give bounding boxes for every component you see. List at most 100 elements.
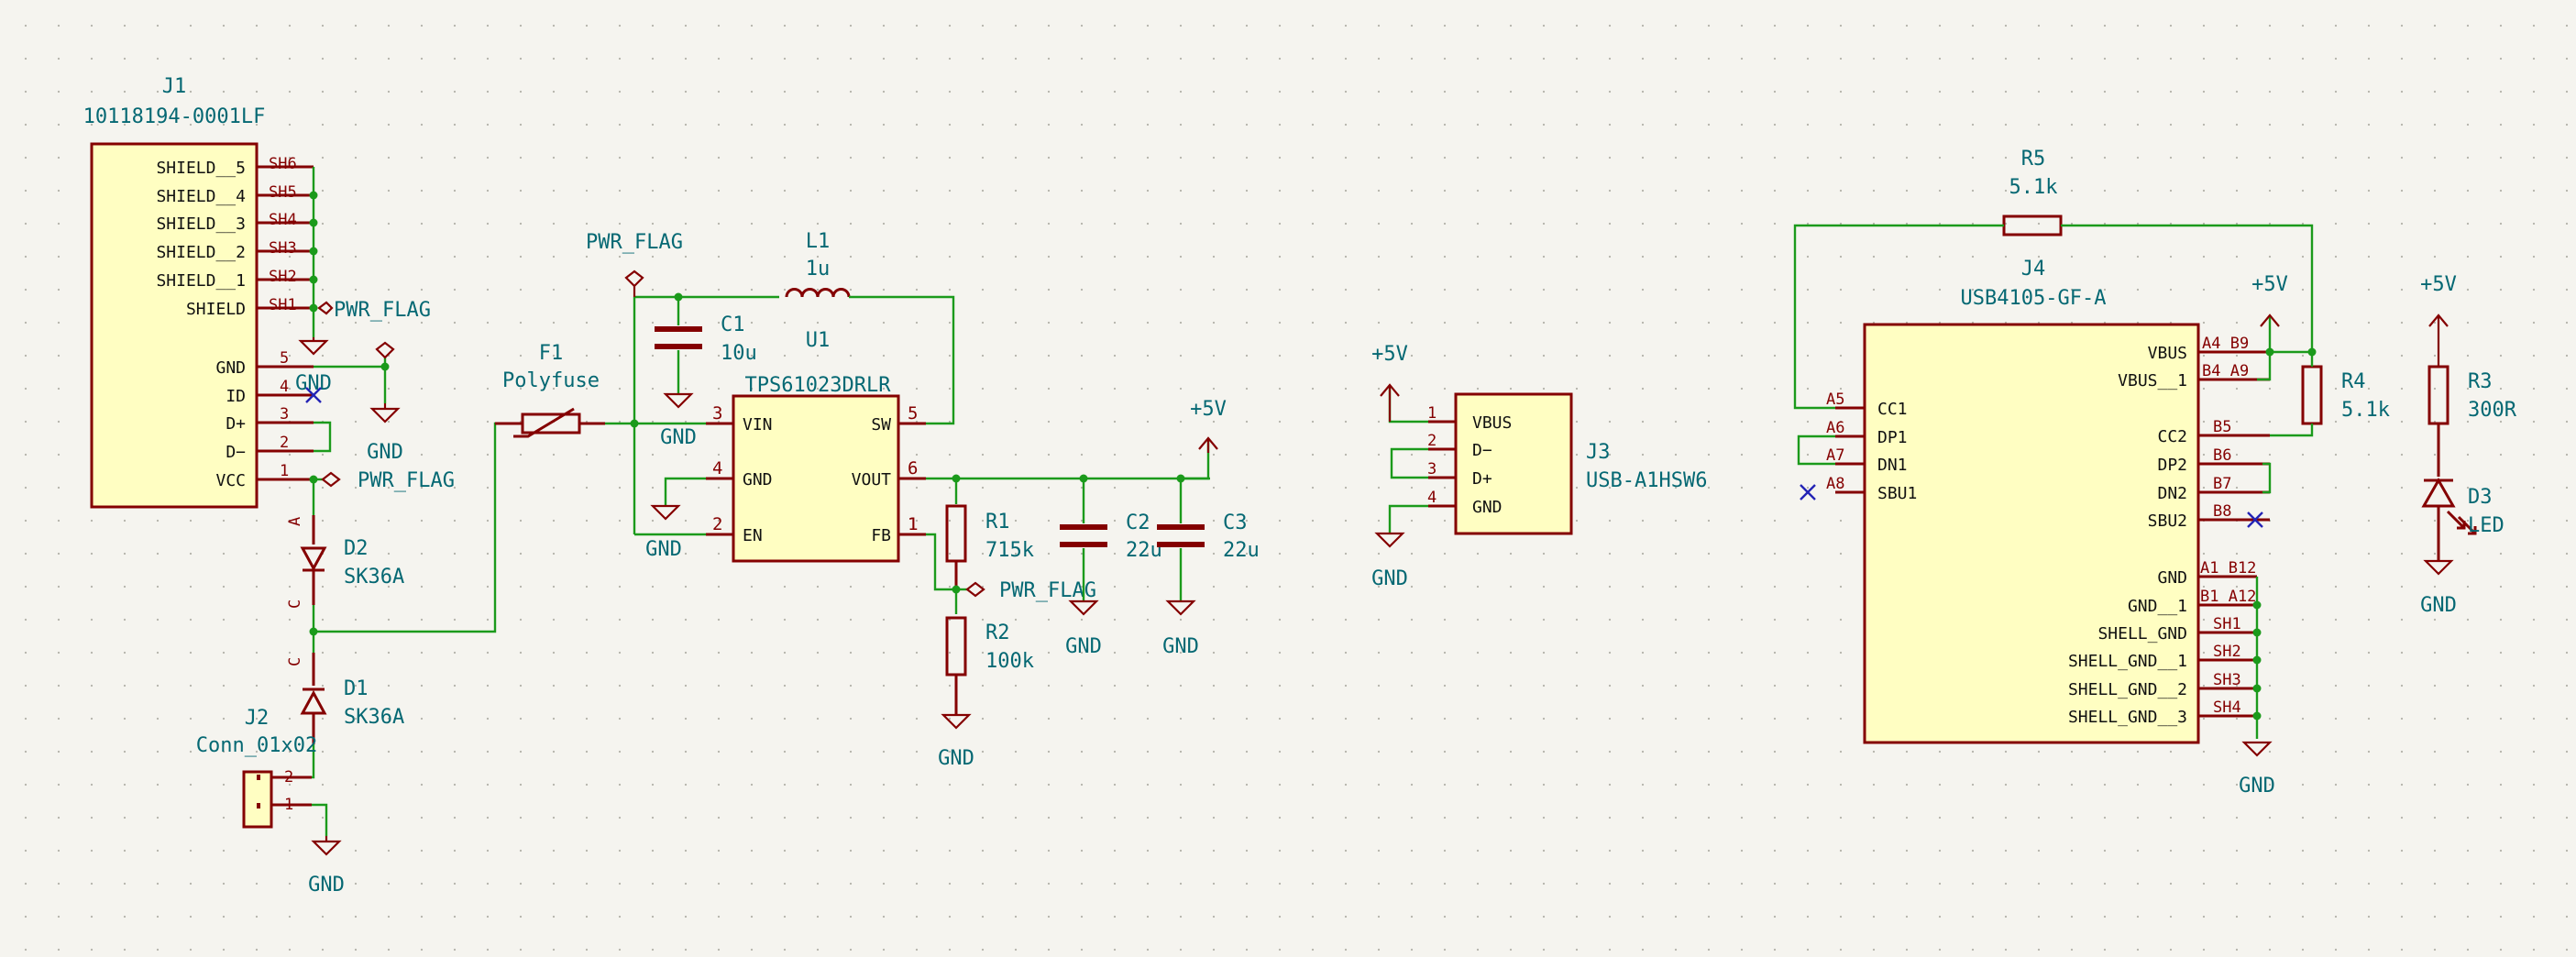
j1-pin-name: SHIELD__5	[156, 159, 246, 178]
j4-pin-number: B8	[2213, 502, 2231, 521]
j1-pin-number: SH1	[269, 296, 297, 314]
u1-pin-name: VIN	[743, 415, 773, 434]
j1-pin-number: 2	[280, 434, 289, 452]
c2-value: 22u	[1126, 539, 1162, 562]
j1-body	[90, 142, 259, 509]
led-d3[interactable]: GND D3 LED	[2420, 477, 2504, 617]
d1-cathode-letter: C	[286, 657, 304, 666]
j3-pin-name: D+	[1472, 469, 1492, 489]
resistor-r5[interactable]: R5 5.1k	[1793, 148, 2314, 410]
j1-pin-name: VCC	[215, 471, 246, 490]
resistor-r3[interactable]: R3 300R	[2427, 365, 2517, 477]
j4-pin-name: CC2	[2157, 427, 2187, 446]
r1-ref: R1	[985, 511, 1010, 534]
connector-j4[interactable]: J4 USB4105-GF-A CC1 DP1 DN1 SBU1 A5 A6 A…	[1797, 258, 2317, 798]
j4-pin-name: GND__1	[2128, 597, 2187, 616]
c2-ref: C2	[1126, 512, 1150, 534]
gnd-label: GND	[938, 747, 974, 770]
r4-ref: R4	[2341, 370, 2366, 393]
gnd-label: GND	[367, 441, 403, 464]
j4-pin-number: SH3	[2213, 671, 2241, 689]
j3-pin-number: 2	[1427, 432, 1437, 450]
j1-pin-name: SHIELD__1	[156, 271, 246, 291]
u1-pin-number: 4	[712, 458, 722, 478]
j1-value: 10118194-0001LF	[83, 105, 266, 128]
j4-pin-number: B6	[2213, 446, 2231, 465]
j4-pin-name: VBUS__1	[2118, 371, 2187, 390]
gnd-label: GND	[295, 372, 332, 395]
j3-pin-name: D−	[1472, 441, 1492, 460]
connector-j3[interactable]: VBUS D− D+ GND 1 2 3 4 J3 USB-A1HSW6 +5V…	[1371, 343, 1707, 590]
u1-pin-name: GND	[743, 470, 773, 490]
j3-pin-name: VBUS	[1472, 413, 1512, 433]
led-indicator: +5V	[2420, 273, 2457, 367]
j1-pin-number: 1	[280, 462, 289, 480]
ic-u1[interactable]: U1 TPS61023DRLR VIN GND EN SW VOUT FB 3 …	[645, 329, 926, 563]
j1-pin-name: D−	[226, 443, 246, 462]
connector-j2[interactable]: J2 Conn_01x02 2 1 GND	[196, 707, 345, 896]
j1-pin-name: SHIELD__3	[156, 214, 246, 234]
capacitor-c2[interactable]: GND C2 22u	[1060, 478, 1162, 658]
diode-d2[interactable]: A C D2 SK36A	[286, 479, 404, 609]
j4-pin-number: A4_B9	[2202, 335, 2249, 353]
u1-pin-number: 3	[712, 403, 722, 424]
gnd-label: GND	[1065, 635, 1102, 658]
j1-ref: J1	[162, 75, 187, 98]
gnd-label: GND	[308, 874, 345, 896]
r1-pin-number: 1	[908, 514, 918, 534]
j4-pin-name: SHELL_GND__3	[2068, 708, 2187, 727]
gnd-label: GND	[2420, 594, 2457, 617]
j1-gnd-net: GND PWR_FLAG	[305, 341, 455, 492]
u1-pin-name: EN	[743, 526, 763, 545]
j4-pin-number: SH1	[2213, 615, 2241, 633]
resistor-r2[interactable]: GND R2 100k	[938, 616, 1034, 770]
diode-d1[interactable]: C D1 SK36A	[286, 653, 404, 779]
c3-ref: C3	[1223, 512, 1248, 534]
j2-pin-number: 2	[284, 768, 293, 786]
gnd-label: GND	[1371, 567, 1408, 590]
connector-j1[interactable]: J1 10118194-0001LF SHIELD__5 SHIELD__4 S…	[83, 75, 314, 509]
j4-ref: J4	[2021, 258, 2046, 280]
gnd-label: GND	[1162, 635, 1199, 658]
pwr-flag-label: PWR_FLAG	[586, 231, 683, 254]
j1-pin-number: 3	[280, 405, 289, 424]
r5-ref: R5	[2021, 148, 2046, 170]
j4-pin-number: A8	[1826, 475, 1844, 493]
d3-value: LED	[2468, 514, 2504, 537]
vcc-or-net	[309, 422, 523, 653]
j4-pin-name: SHELL_GND__2	[2068, 680, 2187, 699]
j1-shield-net: GND PWR_FLAG	[295, 167, 431, 395]
fuse-f1[interactable]: F1 Polyfuse	[495, 342, 733, 438]
resistor-r1[interactable]: R1 715k	[945, 478, 1034, 587]
j4-pin-number: A7	[1826, 446, 1844, 465]
d1-ref: D1	[344, 677, 369, 700]
j4-pin-name: SBU1	[1877, 484, 1917, 503]
u1-pin-name: VOUT	[852, 470, 892, 490]
j1-pin-name: SHIELD__2	[156, 243, 246, 262]
capacitor-c1[interactable]: GND C1 10u	[655, 297, 757, 449]
inductor-l1[interactable]: L1 1u	[785, 230, 955, 425]
j4-pin-number: A1_B12	[2200, 559, 2256, 578]
j2-pin-number: 1	[284, 796, 293, 814]
j4-pin-number: B5	[2213, 418, 2231, 436]
u1-pin-name: SW	[871, 415, 891, 434]
c1-ref: C1	[721, 314, 745, 336]
j4-pin-number: B1_A12	[2200, 588, 2256, 606]
plus5v-label: +5V	[1371, 343, 1408, 366]
j4-pin-name: SHELL_GND	[2097, 624, 2187, 644]
resistor-r4[interactable]: R4 5.1k	[2270, 352, 2390, 437]
j2-value: Conn_01x02	[196, 734, 317, 757]
d2-ref: D2	[344, 537, 369, 560]
r3-ref: R3	[2468, 370, 2493, 393]
j4-pin-name: VBUS	[2148, 344, 2187, 363]
u1-pin-number: 2	[712, 514, 722, 534]
j1-pin-name: GND	[215, 358, 246, 378]
j4-value: USB4105-GF-A	[1961, 287, 2107, 310]
j1-pin-name: SHIELD	[186, 300, 246, 319]
j4-pin-name: SBU2	[2148, 512, 2187, 531]
j1-pin-number: SH3	[269, 239, 297, 258]
u1-pin-number: 1	[908, 514, 918, 534]
capacitor-c3[interactable]: GND C3 22u	[1157, 478, 1260, 658]
j4-body	[1863, 323, 2200, 744]
